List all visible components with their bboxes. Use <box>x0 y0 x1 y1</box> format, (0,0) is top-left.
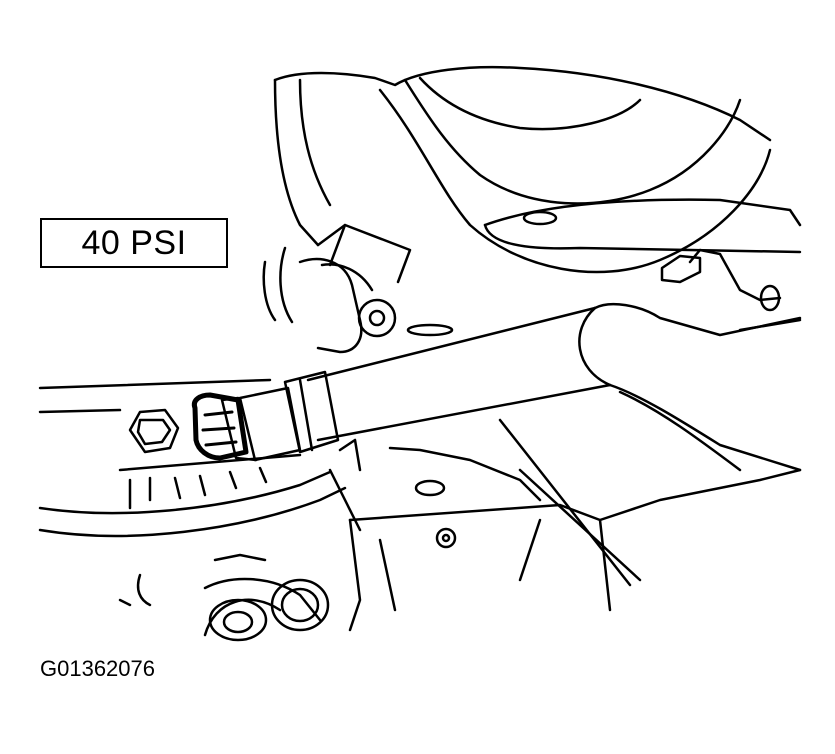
bottom-pipes <box>118 553 330 642</box>
mounting-boss <box>262 223 454 354</box>
sending-unit-port <box>191 392 249 461</box>
pulley-housing <box>273 65 772 274</box>
pressure-callout-label: 40 PSI <box>81 223 187 262</box>
pressure-gauge-hose <box>306 302 802 472</box>
upper-bracket-arm <box>483 198 802 332</box>
figure-id-label: G01362076 <box>40 656 155 681</box>
pressure-callout-box: 40 PSI <box>40 218 228 268</box>
hex-bolt <box>128 408 180 454</box>
lower-bracket <box>348 418 802 632</box>
engine-block <box>38 378 362 538</box>
